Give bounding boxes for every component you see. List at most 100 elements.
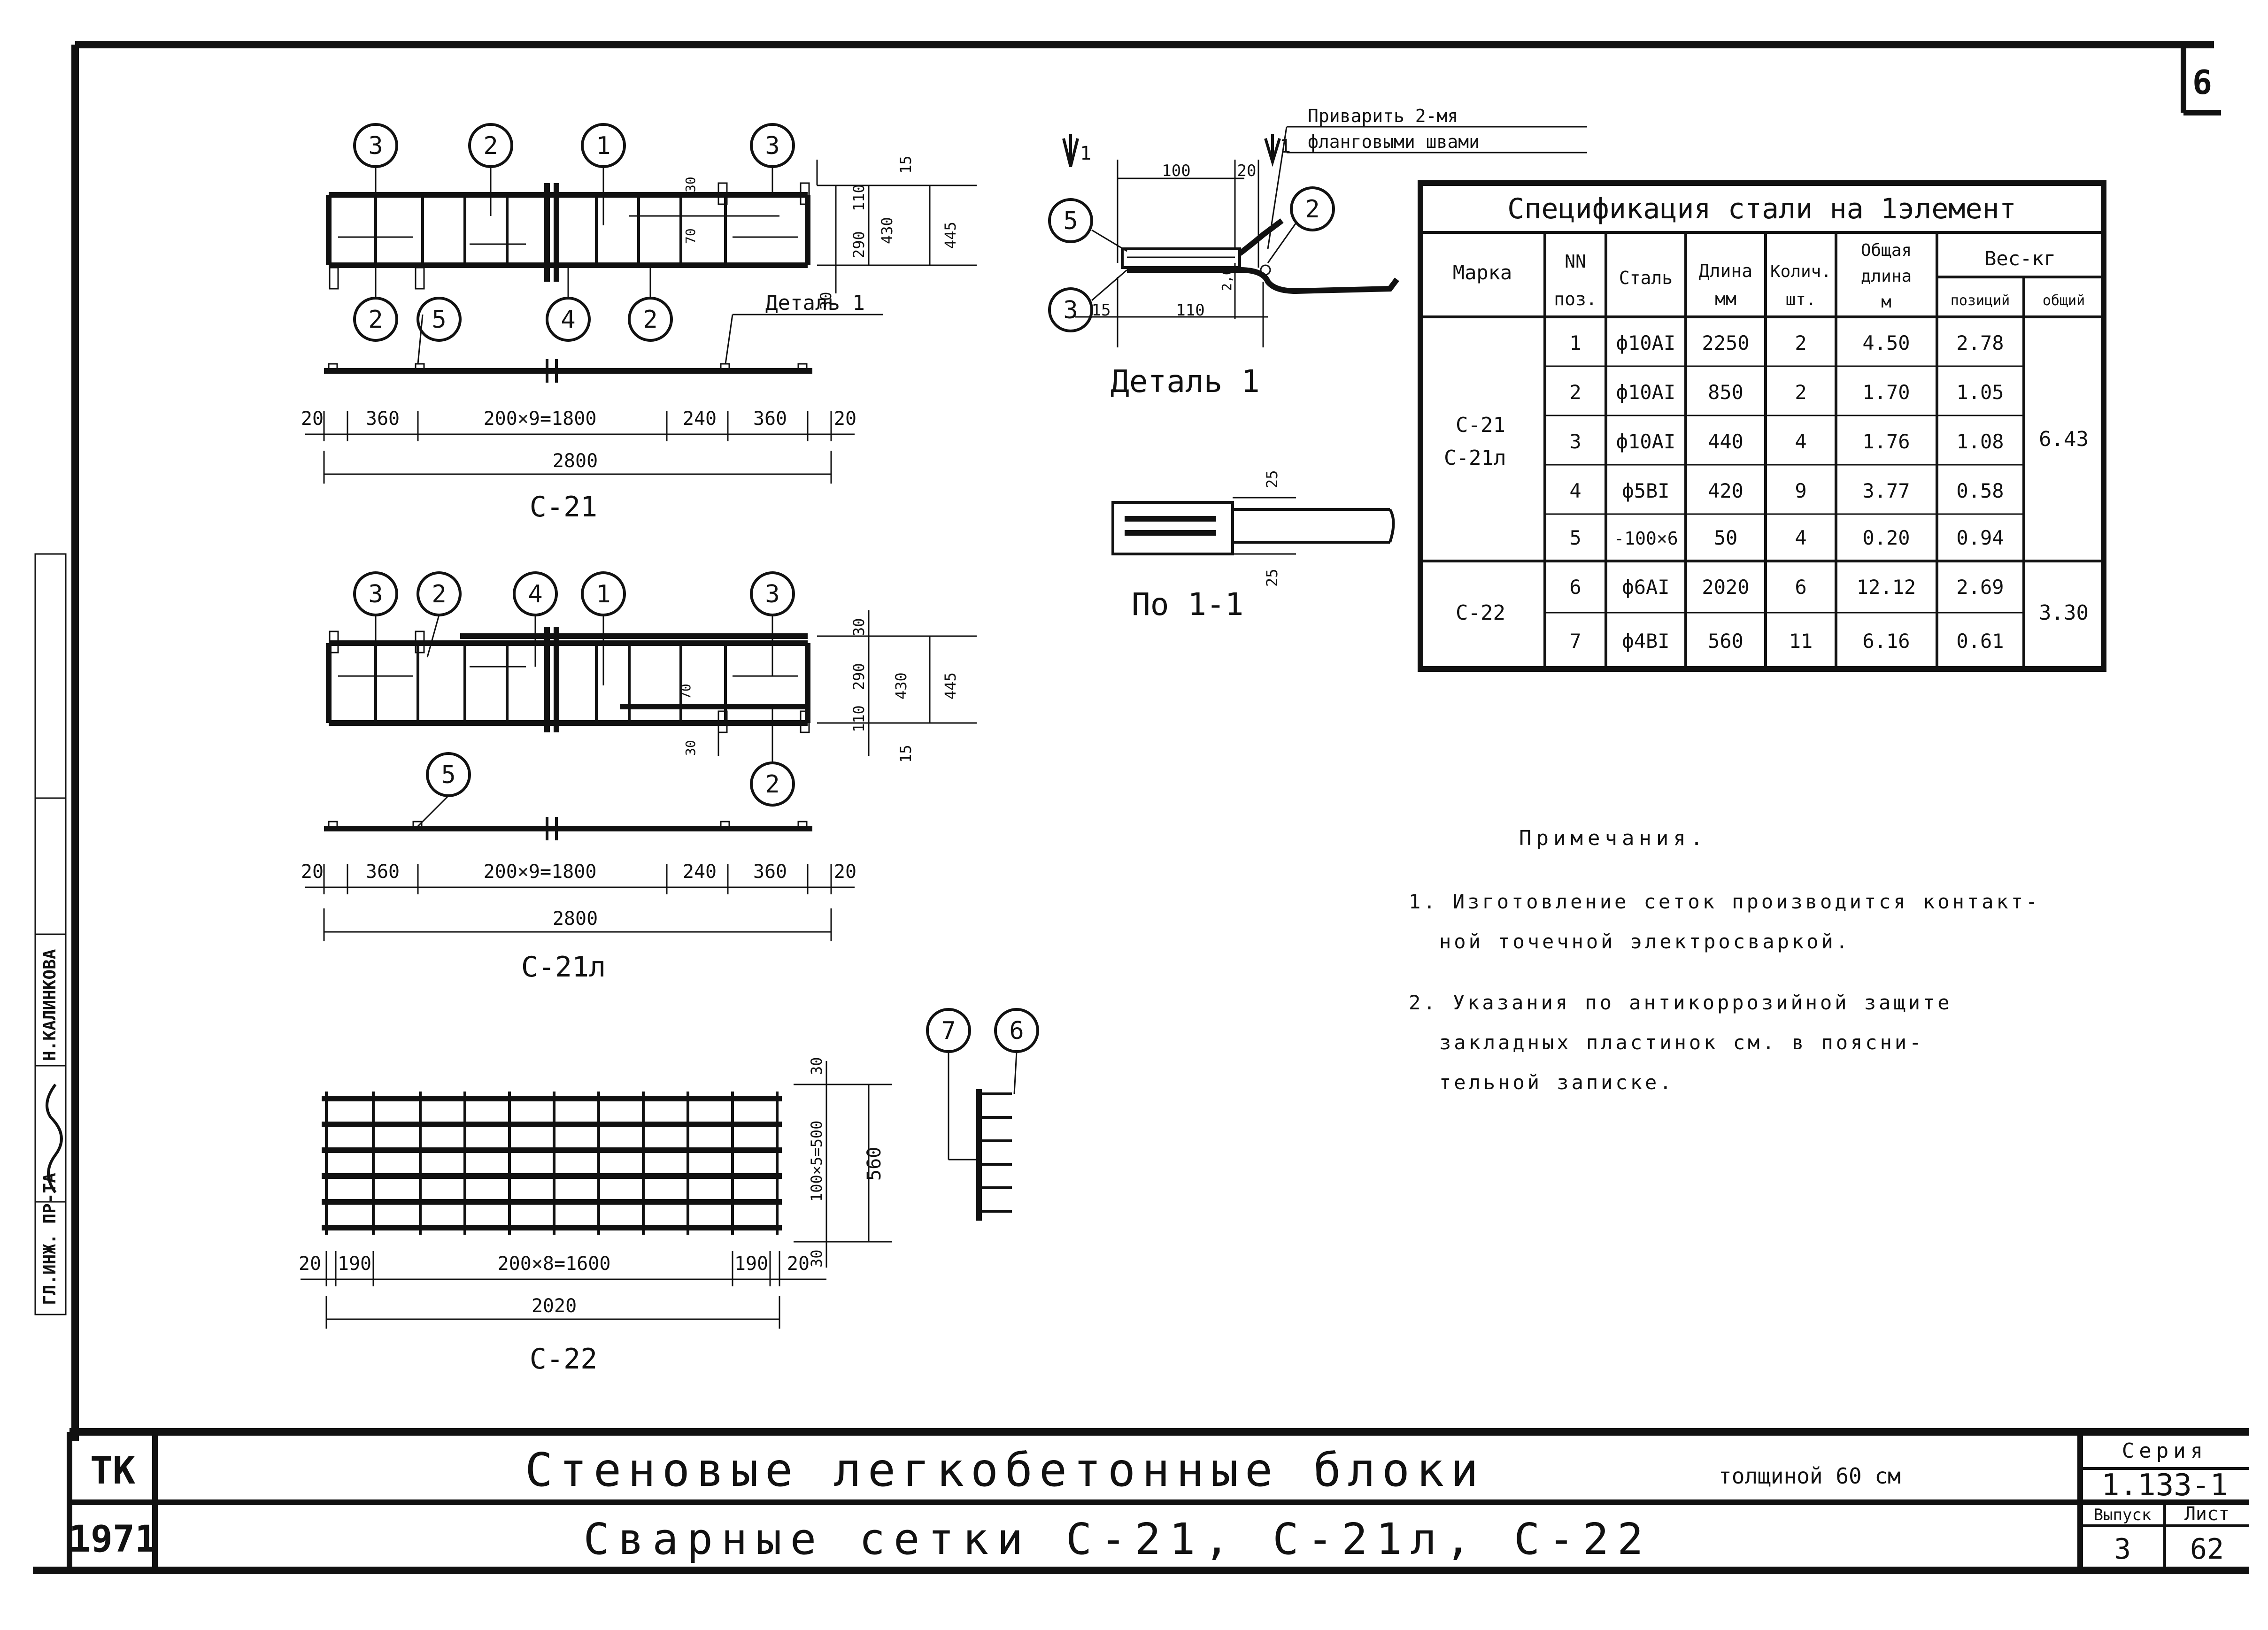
c21a-bubble-5: 3 bbox=[765, 580, 779, 608]
detail-1-drawing bbox=[1048, 126, 1587, 347]
detail1-dim-110: 110 bbox=[1176, 301, 1204, 320]
c21-dim-6: 20 bbox=[834, 408, 856, 430]
c22-dim-side-2: 100×5=500 bbox=[808, 1121, 825, 1202]
c22-bottom-dims bbox=[301, 1251, 826, 1329]
note-2-line-1: 2. Указания по антикоррозийной защите bbox=[1409, 991, 1952, 1014]
c22-bubble-2: 6 bbox=[1009, 1017, 1024, 1045]
c21a-dim-4: 240 bbox=[683, 861, 717, 883]
c21-bubble-1: 3 bbox=[368, 132, 383, 160]
spec-row: 6 ф6АI 2020 6 12.12 2.69 bbox=[1569, 576, 2004, 599]
c21-bubble-8: 2 bbox=[643, 306, 657, 334]
spec-cell: 9 bbox=[1795, 479, 1806, 502]
spec-header-qty-1: Колич. bbox=[1770, 262, 1831, 281]
spec-cell: ф6АI bbox=[1622, 576, 1669, 599]
title-thickness: толщиной 60 см bbox=[1719, 1463, 1901, 1489]
series-value: 1.133-1 bbox=[2101, 1468, 2228, 1503]
c22-dim-5: 20 bbox=[787, 1253, 810, 1275]
spec-header-pos-1: NN bbox=[1565, 251, 1586, 272]
spec-cell: 7 bbox=[1569, 630, 1581, 653]
spec-group1-weight-total: 6.43 bbox=[2039, 427, 2089, 451]
spec-cell: 850 bbox=[1708, 381, 1743, 404]
stamp-chief-engineer: ГЛ.ИНЖ. ПР-ТА bbox=[40, 1173, 60, 1305]
detail1-bubble-5: 5 bbox=[1063, 207, 1078, 235]
c21-bubble-2: 2 bbox=[483, 132, 498, 160]
spec-cell: 50 bbox=[1714, 526, 1738, 549]
detail1-bubble-2: 2 bbox=[1305, 195, 1319, 223]
spec-cell: 2.69 bbox=[1956, 576, 2004, 599]
spec-table-grid bbox=[1418, 180, 2106, 672]
c21-dim-side-6: 445 bbox=[941, 222, 959, 249]
spec-header-pos-2: поз. bbox=[1554, 289, 1597, 309]
spec-header-weight-total: общий bbox=[2043, 292, 2085, 309]
title-year: 1971 bbox=[69, 1518, 157, 1561]
spec-group2-mark: С-22 bbox=[1456, 601, 1505, 625]
spec-cell: 11 bbox=[1789, 630, 1813, 653]
c21-bubble-4: 3 bbox=[765, 132, 779, 160]
c21-dim-2: 360 bbox=[366, 408, 400, 430]
spec-row: 2 ф10АI 850 2 1.70 1.05 bbox=[1569, 381, 2004, 404]
spec-group1-mark-2: С-21л bbox=[1444, 446, 1506, 470]
series-label: Серия bbox=[2122, 1439, 2207, 1463]
spec-cell: 1.08 bbox=[1956, 430, 2004, 453]
spec-cell: ф10АI bbox=[1616, 381, 1675, 404]
spec-group1-mark-1: С-21 bbox=[1456, 413, 1505, 437]
spec-cell: 4.50 bbox=[1862, 331, 1910, 354]
spec-header-total-3: м bbox=[1881, 292, 1891, 312]
spec-cell: 560 bbox=[1708, 630, 1743, 653]
c21a-dim-6: 20 bbox=[834, 861, 856, 883]
c21-dim-side-3: 290 bbox=[850, 231, 868, 258]
spec-cell: 3.77 bbox=[1862, 479, 1910, 502]
spec-cell: 1 bbox=[1569, 331, 1581, 354]
c21a-dim-side-5: 430 bbox=[892, 672, 910, 700]
spec-cell: 0.94 bbox=[1956, 526, 2004, 549]
c21-title: С-21 bbox=[530, 491, 598, 523]
c22-title: С-22 bbox=[530, 1343, 598, 1376]
spec-cell: 0.58 bbox=[1956, 479, 2004, 502]
spec-row: 4 ф5ВI 420 9 3.77 0.58 bbox=[1569, 479, 2004, 502]
c21-bubble-7: 4 bbox=[561, 306, 575, 334]
mesh-c22 bbox=[322, 1008, 1039, 1235]
spec-row: 3 ф10АI 440 4 1.76 1.08 bbox=[1569, 430, 2004, 453]
c21-side-dims bbox=[816, 160, 977, 293]
spec-cell: ф10АI bbox=[1616, 430, 1675, 453]
c21a-dim-side-7: 70 bbox=[678, 684, 694, 700]
spec-header-weight: Вес-кг bbox=[1984, 247, 2056, 270]
spec-cell: 2250 bbox=[1702, 331, 1749, 354]
c21a-bubble-7: 2 bbox=[765, 770, 779, 799]
spec-cell: ф5ВI bbox=[1622, 479, 1669, 502]
c22-dim-side-3: 30 bbox=[808, 1249, 825, 1268]
c21-dim-side-2: 110 bbox=[850, 184, 868, 211]
mesh-c21 bbox=[324, 182, 883, 383]
spec-cell: 2 bbox=[1795, 331, 1806, 354]
c21a-side-dims bbox=[717, 610, 977, 756]
c21-dim-side-1: 15 bbox=[897, 155, 915, 174]
title-subtitle: Сварные сетки С-21, С-21л, С-22 bbox=[583, 1514, 1651, 1564]
c22-dim-total: 2020 bbox=[532, 1295, 577, 1317]
spec-cell: 2.78 bbox=[1956, 331, 2004, 354]
c21a-dim-side-4: 15 bbox=[897, 745, 915, 763]
spec-row: 5 -100×6 50 4 0.20 0.94 bbox=[1569, 526, 2004, 549]
note-2-line-3: тельной записке. bbox=[1439, 1071, 1674, 1094]
mesh-c21a bbox=[324, 627, 812, 840]
c21a-title: С-21л bbox=[521, 951, 606, 984]
c21-dim-5: 360 bbox=[753, 408, 787, 430]
c21a-dim-side-1: 30 bbox=[850, 618, 868, 636]
title-org: ТК bbox=[90, 1449, 135, 1492]
detail1-bubble-3: 3 bbox=[1063, 296, 1078, 324]
spec-cell: 12.12 bbox=[1857, 576, 1916, 599]
section11-title: По 1-1 bbox=[1132, 586, 1243, 623]
detail1-dim-15: 15 bbox=[1092, 301, 1111, 320]
c21a-bubble-6: 5 bbox=[441, 761, 455, 789]
spec-header-marka: Марка bbox=[1453, 261, 1512, 284]
c21a-dim-side-6: 445 bbox=[941, 672, 959, 700]
spec-cell: 4 bbox=[1795, 430, 1806, 453]
spec-header-steel: Сталь bbox=[1619, 268, 1673, 288]
spec-cell: 4 bbox=[1569, 479, 1581, 502]
c21-dim-1: 20 bbox=[301, 408, 324, 430]
spec-cell: -100×6 bbox=[1613, 528, 1678, 549]
c21-bubble-5: 2 bbox=[368, 306, 383, 334]
c21a-dim-1: 20 bbox=[301, 861, 324, 883]
c21-detail-ref: Деталь 1 bbox=[765, 291, 865, 315]
detail1-cut-right: 1 bbox=[1280, 136, 1291, 157]
c21-dim-side-4: 30 bbox=[817, 292, 835, 310]
